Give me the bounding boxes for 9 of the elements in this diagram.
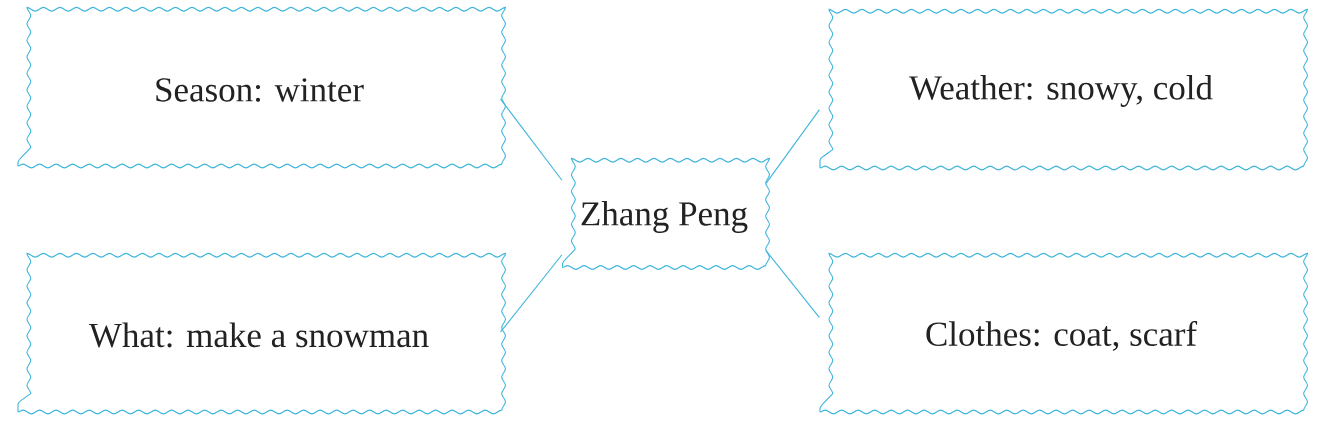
connector-line [500,98,563,181]
topic-box: Clothes: coat, scarf [819,252,1308,415]
connector-line [765,250,820,319]
topic-box: Zhang Peng [561,157,770,270]
topic-box: Season: winter [17,6,506,169]
topic-box: Weather: snowy, cold [819,8,1308,171]
connector-line [500,254,563,333]
connector-line [765,109,820,184]
topic-box: What: make a snowman [17,252,506,415]
